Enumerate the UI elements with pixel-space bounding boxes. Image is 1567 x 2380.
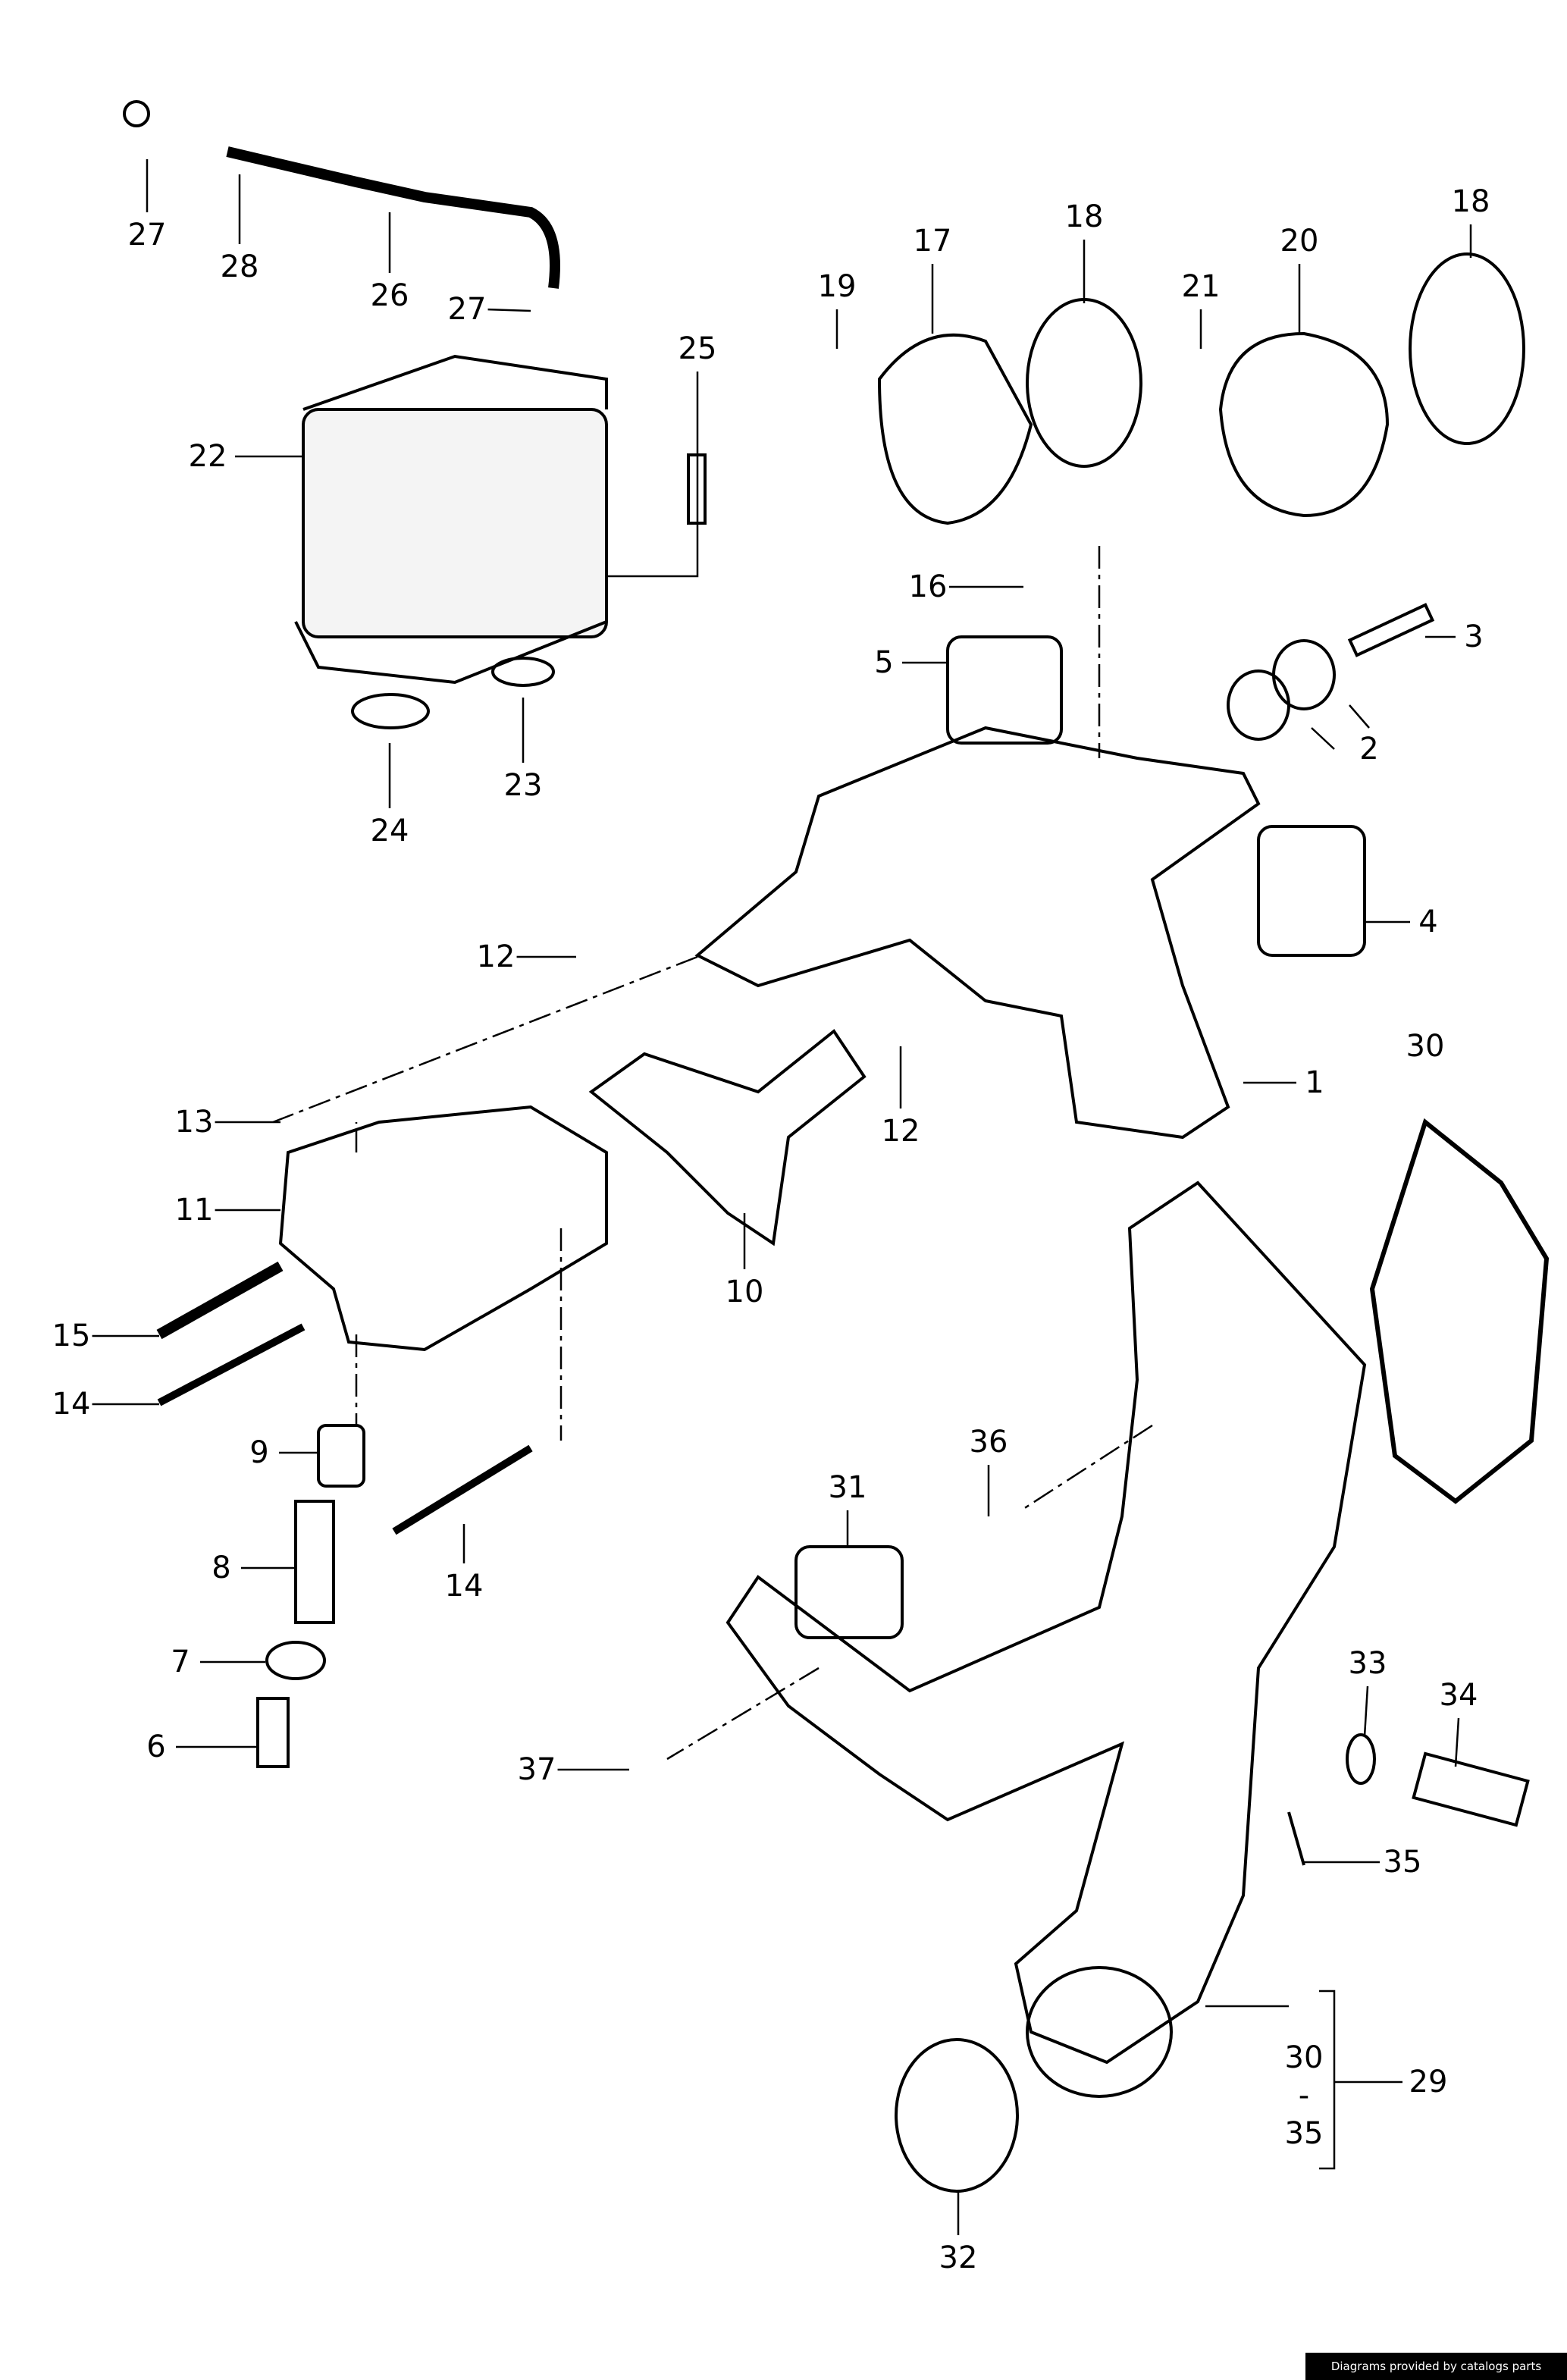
callout-label[interactable]: 12 [879, 1114, 922, 1149]
o-ring-part [1272, 639, 1336, 710]
callout-label[interactable]: 18 [1063, 199, 1105, 234]
gasket-part [1257, 825, 1366, 957]
o-ring-part [1026, 298, 1142, 468]
sensor-part [1412, 1751, 1530, 1827]
callout-label[interactable]: 8 [210, 1551, 233, 1585]
pin-part [1347, 603, 1435, 657]
callout-label[interactable]: 15 [50, 1319, 92, 1353]
coolant-bracket-part [694, 726, 1261, 1140]
callout-label[interactable]: 35 [1381, 1845, 1424, 1880]
seal-ring-part [265, 1641, 326, 1680]
callout-label[interactable]: 2 [1358, 732, 1381, 767]
o-ring-part [1227, 669, 1290, 741]
pump-cover-part [877, 333, 1033, 525]
callout-label[interactable]: 31 [826, 1470, 869, 1505]
callout-label[interactable]: 28 [218, 249, 261, 284]
thermostat-part [317, 1424, 365, 1488]
callout-label[interactable]: 14 [443, 1569, 485, 1604]
callout-label[interactable]: 17 [911, 224, 954, 259]
hose-clamp-part [895, 2038, 1019, 2193]
hose-part [226, 146, 560, 289]
oil-cooler-part [294, 354, 608, 685]
callout-label[interactable]: 25 [676, 331, 719, 366]
callout-label[interactable]: 22 [186, 439, 229, 474]
seal-ring-part [351, 693, 430, 729]
gasket-part [946, 635, 1063, 745]
callout-label[interactable]: 36 [967, 1425, 1010, 1460]
seal-ring-part [491, 657, 555, 687]
callout-label[interactable]: 20 [1278, 224, 1321, 259]
callout-label[interactable]: 1 [1303, 1065, 1326, 1100]
gasket-part [1369, 1118, 1550, 1504]
callout-label[interactable]: 35 [1283, 2116, 1325, 2151]
callout-label[interactable]: 30 [1283, 2040, 1325, 2075]
callout-label[interactable]: 3 [1462, 619, 1485, 654]
callout-label[interactable]: 6 [145, 1729, 168, 1764]
bolt-part [157, 1323, 306, 1406]
callout-label[interactable]: 34 [1437, 1678, 1480, 1713]
callout-label[interactable]: 16 [907, 569, 949, 604]
clip-part [1287, 1811, 1305, 1866]
pump-housing-part [1218, 331, 1390, 518]
callout-label[interactable]: 13 [173, 1105, 215, 1140]
coolant-pipe-part [726, 1181, 1367, 2065]
callout-label[interactable]: 33 [1346, 1646, 1389, 1681]
plug-part [256, 1697, 290, 1768]
callout-label[interactable]: 5 [873, 645, 895, 680]
callout-label[interactable]: 30 [1404, 1029, 1446, 1064]
spring-part [294, 1500, 335, 1624]
o-ring-part [1409, 252, 1525, 445]
callout-label[interactable]: - [1296, 2078, 1312, 2113]
callout-label[interactable]: 27 [126, 218, 168, 252]
bolt-part [156, 1261, 284, 1340]
thermostat-housing-part [278, 1105, 608, 1352]
callout-label[interactable]: 9 [248, 1435, 271, 1470]
callout-label[interactable]: 12 [475, 939, 517, 974]
callout-label[interactable]: 19 [816, 269, 858, 304]
callout-label[interactable]: 10 [723, 1275, 766, 1309]
o-ring-part [1346, 1733, 1376, 1785]
callout-label[interactable]: 11 [173, 1193, 215, 1228]
callout-label[interactable]: 24 [368, 814, 411, 848]
bolt-part [392, 1444, 533, 1535]
callout-label[interactable]: 29 [1407, 2065, 1449, 2099]
pipe-outlet-part [1026, 1966, 1173, 2098]
callout-label[interactable]: 21 [1180, 269, 1222, 304]
callout-label[interactable]: 27 [446, 292, 488, 327]
callout-label[interactable]: 23 [502, 768, 544, 803]
callout-label[interactable]: 18 [1449, 184, 1492, 219]
gasket-part [588, 1029, 867, 1246]
leader-lines [91, 159, 1472, 2235]
callout-label[interactable]: 32 [937, 2240, 979, 2275]
clamp-part [123, 100, 150, 127]
footer-credit: Diagrams provided by catalogs parts [1305, 2353, 1567, 2380]
callout-label[interactable]: 4 [1417, 905, 1440, 939]
callout-label[interactable]: 26 [368, 278, 411, 313]
callout-label[interactable]: 37 [516, 1752, 558, 1787]
callout-label[interactable]: 14 [50, 1387, 92, 1422]
gasket-part [794, 1545, 904, 1639]
callout-label[interactable]: 7 [169, 1645, 192, 1679]
